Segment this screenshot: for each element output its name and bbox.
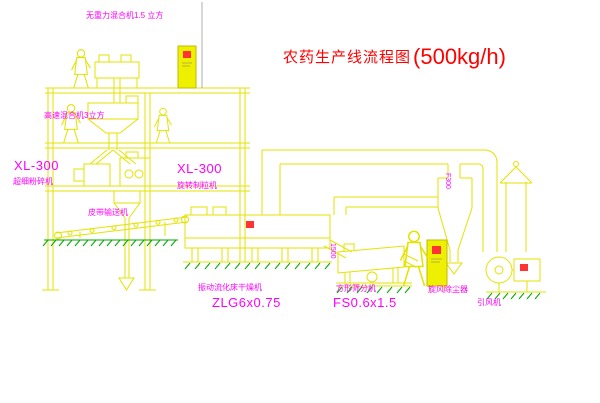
mill-drawing bbox=[73, 163, 111, 187]
label-cyclone-name: 旋风除尘器 bbox=[428, 285, 468, 294]
label-granulator-name: 旋转制粒机 bbox=[177, 181, 217, 190]
building-frame bbox=[42, 2, 251, 291]
label-dryer-name: 振动流化床干燥机 bbox=[198, 283, 262, 292]
control-cabinet-1 bbox=[177, 45, 197, 89]
exhaust-duct-mid bbox=[333, 196, 438, 215]
label-chute-length: 1500 bbox=[329, 243, 336, 259]
label-dryer-model: ZLG6x0.75 bbox=[212, 295, 281, 310]
fluid-bed-dryer-drawing bbox=[183, 206, 353, 270]
label-fan-name: 引风机 bbox=[477, 298, 501, 307]
label-duct-diameter: F300 bbox=[444, 173, 451, 189]
title-capacity: (500kg/h) bbox=[413, 44, 506, 69]
label-sieve-name: 方形筛分机 bbox=[336, 284, 376, 293]
high-speed-mixer-drawing bbox=[87, 95, 139, 165]
worker-figure-1 bbox=[71, 49, 91, 89]
discharge-hopper-pipe bbox=[113, 190, 141, 291]
ground-hatching-left bbox=[42, 239, 178, 247]
title-text: 农药生产线流程图 bbox=[283, 49, 412, 66]
label-mill-model: XL-300 bbox=[14, 158, 59, 173]
belt-conveyor-drawing bbox=[54, 215, 189, 240]
label-high-speed-mixer: 高速混合机3立方 bbox=[44, 111, 105, 120]
fan-drawing bbox=[485, 256, 546, 300]
label-sieve-model: FS0.6x1.5 bbox=[333, 295, 397, 310]
drawing-title: 农药生产线流程图 (500kg/h) bbox=[283, 44, 506, 70]
exhaust-duct-upper bbox=[261, 149, 498, 252]
label-granulator-model: XL-300 bbox=[177, 161, 222, 176]
sieve-drawing bbox=[336, 243, 419, 294]
control-cabinet-2 bbox=[426, 239, 448, 291]
stack-drawing bbox=[499, 161, 533, 252]
label-belt-conveyor: 皮带输送机 bbox=[88, 208, 128, 217]
granulator-drawing bbox=[119, 151, 151, 187]
gravity-mixer-drawing bbox=[94, 54, 140, 103]
worker-figure-3 bbox=[153, 107, 173, 144]
cyclone-drawing bbox=[437, 177, 473, 275]
label-gravity-mixer: 无重力混合机1.5 立方 bbox=[86, 11, 164, 20]
label-mill-name: 超细粉碎机 bbox=[13, 177, 53, 186]
